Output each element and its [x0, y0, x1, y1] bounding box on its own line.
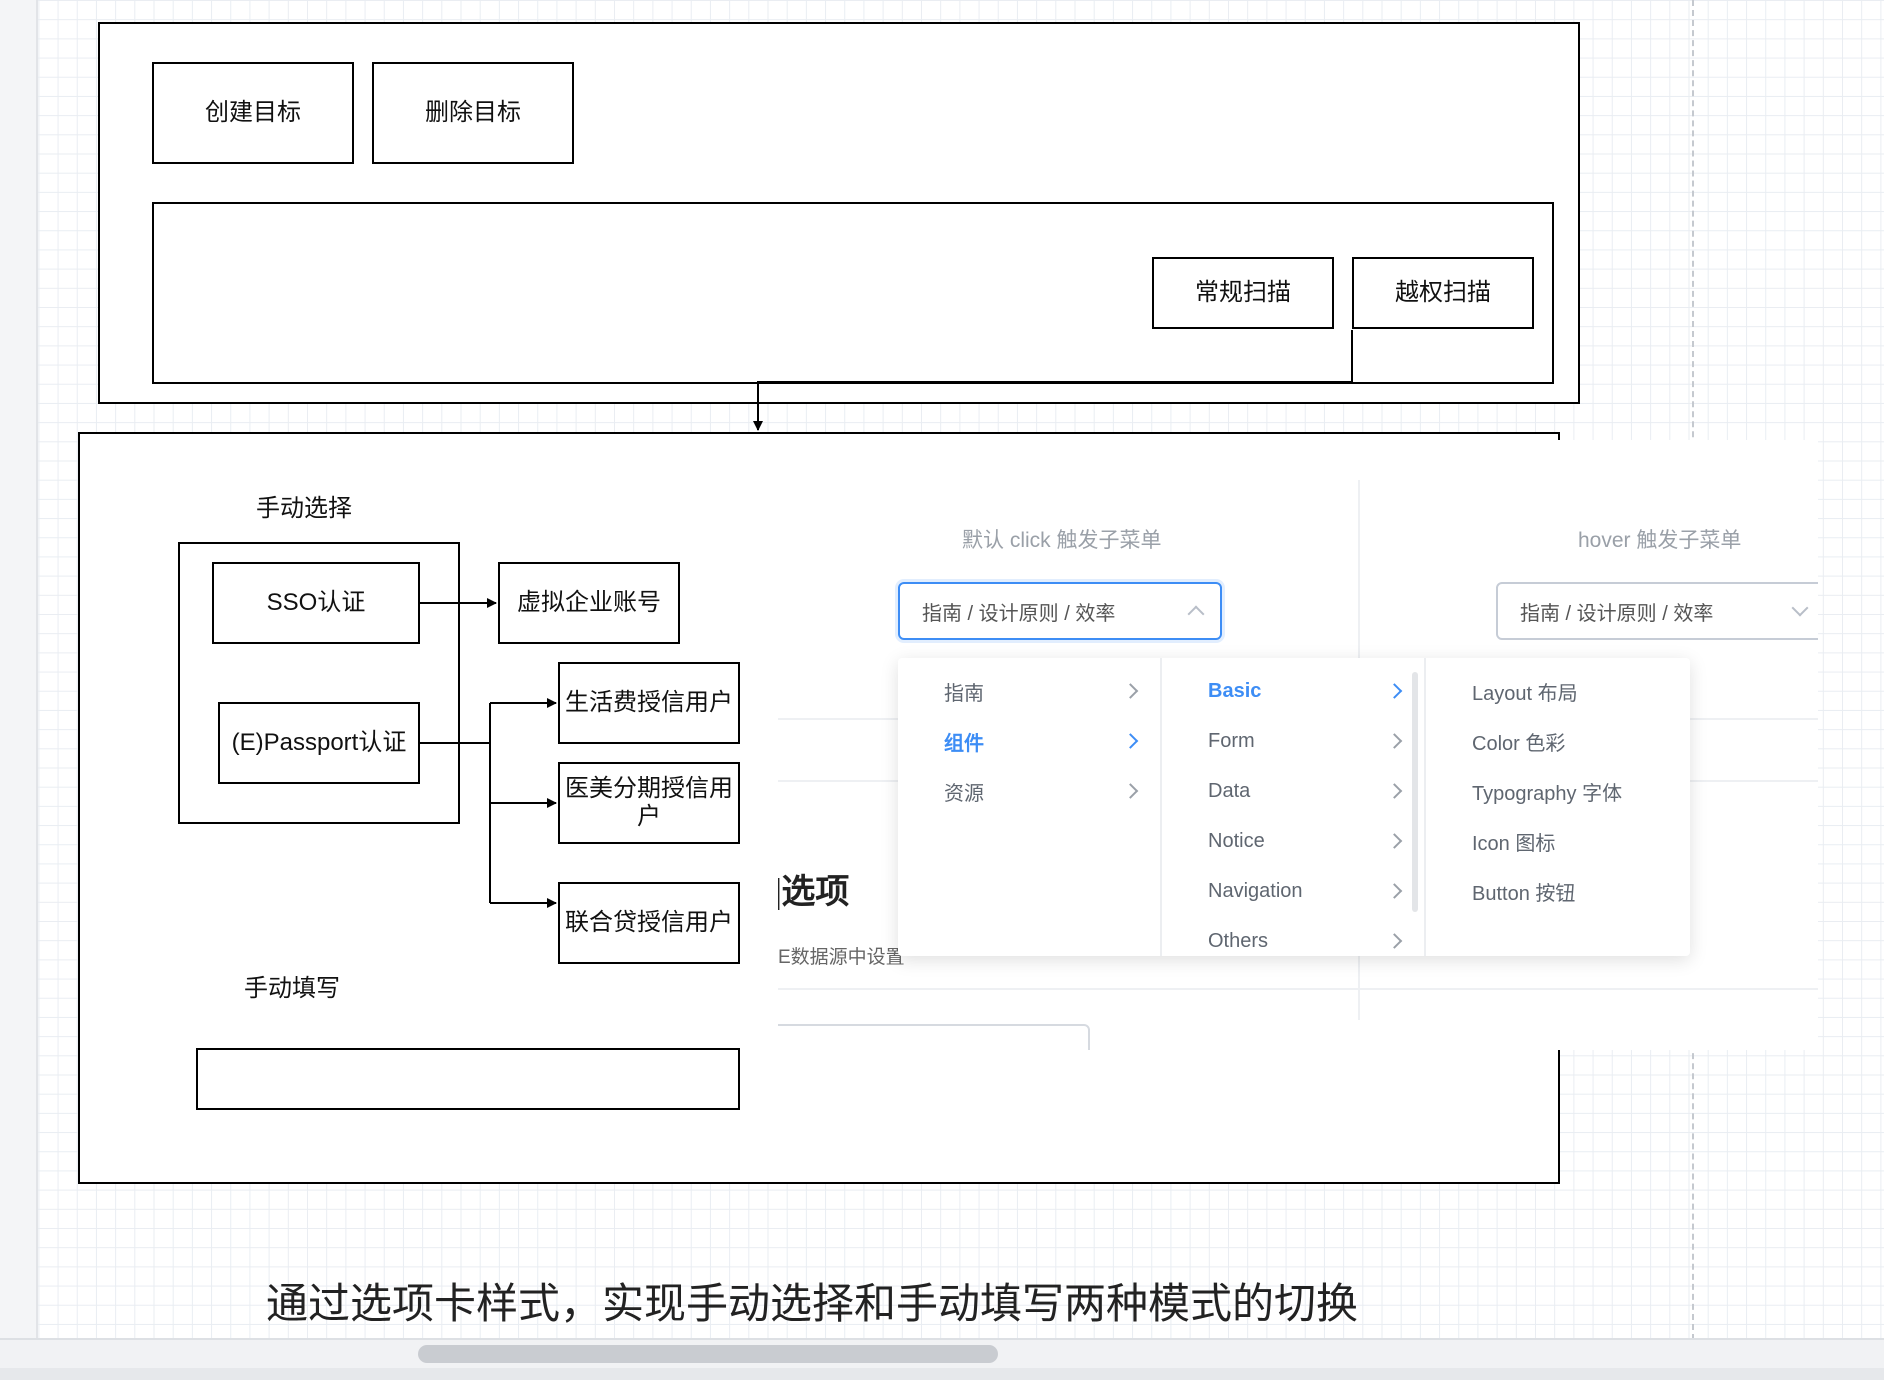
living-expense-credit-node[interactable]: 生活费授信用户 — [558, 662, 740, 744]
menu-item-label: Data — [1208, 779, 1251, 802]
menu-item[interactable]: Button 按钮 — [1426, 866, 1690, 916]
cascader-dropdown-menu: 指南 组件 资源 Basic Form Data Notice Navigati… — [898, 658, 1690, 956]
delete-target-label: 删除目标 — [425, 99, 521, 126]
menu-item-label: 指南 — [944, 682, 984, 705]
menu-item[interactable]: Icon 图标 — [1426, 816, 1690, 866]
menu-item-label: Form — [1208, 729, 1255, 752]
living-expense-credit-label: 生活费授信用户 — [565, 689, 733, 716]
joint-loan-credit-label: 联合贷授信用户 — [565, 909, 733, 936]
menu-item-active[interactable]: 组件 — [898, 716, 1160, 766]
manual-select-label: 手动选择 — [256, 495, 352, 522]
manual-fill-input[interactable] — [196, 1048, 740, 1110]
scan-to-frame-connector — [753, 330, 1353, 431]
menu-item[interactable]: Others — [1162, 916, 1424, 966]
menu-item[interactable]: Typography 字体 — [1426, 766, 1690, 816]
menu-column-1: 指南 组件 资源 — [898, 658, 1162, 956]
menu-column-2: Basic Form Data Notice Navigation Others — [1162, 658, 1426, 956]
menu-item-label: Layout 布局 — [1472, 682, 1578, 705]
partial-description: E数据源中设置 — [778, 947, 905, 968]
hover-trigger-title: hover 触发子菜单 — [1578, 529, 1742, 552]
menu-item-label: Icon 图标 — [1472, 832, 1556, 855]
menu-item-label: 资源 — [944, 782, 984, 805]
menu-item-label: Color 色彩 — [1472, 732, 1566, 755]
menu-item[interactable]: Layout 布局 — [1426, 666, 1690, 716]
menu-item[interactable]: Data — [1162, 766, 1424, 816]
menu-column-3: Layout 布局 Color 色彩 Typography 字体 Icon 图标… — [1426, 658, 1690, 956]
menu-item-label: Basic — [1208, 679, 1262, 702]
medical-installment-credit-label: 医美分期授信用户 — [565, 775, 733, 830]
menu-item[interactable]: Notice — [1162, 816, 1424, 866]
menu-item-label: Notice — [1208, 829, 1265, 852]
create-target-label: 创建目标 — [205, 99, 301, 126]
menu-item-label: Typography 字体 — [1472, 782, 1623, 805]
sso-auth-label: SSO认证 — [266, 589, 366, 616]
menu-item[interactable]: 资源 — [898, 766, 1160, 816]
menu-item-active[interactable]: Basic — [1162, 666, 1424, 716]
menu-item[interactable]: Color 色彩 — [1426, 716, 1690, 766]
manual-fill-label: 手动填写 — [244, 975, 340, 1002]
hover-select-value: 指南 / 设计原则 / 效率 — [1520, 602, 1714, 625]
regular-scan-label: 常规扫描 — [1195, 279, 1291, 306]
override-scan-button[interactable]: 越权扫描 — [1352, 257, 1534, 329]
medical-installment-credit-node[interactable]: 医美分期授信用户 — [558, 762, 740, 844]
menu-item[interactable]: 指南 — [898, 666, 1160, 716]
click-cascader-select[interactable]: 指南 / 设计原则 / 效率 — [898, 582, 1222, 640]
virtual-enterprise-account-label: 虚拟企业账号 — [517, 589, 661, 616]
caption-text: 通过选项卡样式，实现手动选择和手动填写两种模式的切换 — [266, 1280, 1359, 1327]
canvas-left-rail — [0, 0, 38, 1340]
click-select-value: 指南 / 设计原则 / 效率 — [922, 602, 1116, 625]
menu-item[interactable]: Form — [1162, 716, 1424, 766]
virtual-enterprise-account-node[interactable]: 虚拟企业账号 — [498, 562, 680, 644]
partial-select — [778, 1024, 1090, 1050]
regular-scan-button[interactable]: 常规扫描 — [1152, 257, 1334, 329]
horizontal-scrollbar-thumb[interactable] — [418, 1345, 998, 1363]
delete-target-button[interactable]: 删除目标 — [372, 62, 574, 164]
passport-auth-node[interactable]: (E)Passport认证 — [218, 702, 420, 784]
menu-item-label: Others — [1208, 929, 1269, 952]
passport-auth-label: (E)Passport认证 — [231, 729, 407, 756]
joint-loan-credit-node[interactable]: 联合贷授信用户 — [558, 882, 740, 964]
section-divider — [778, 988, 1818, 990]
status-strip — [0, 1368, 1884, 1380]
create-target-button[interactable]: 创建目标 — [152, 62, 354, 164]
sso-auth-node[interactable]: SSO认证 — [212, 562, 420, 644]
menu-scrollbar[interactable] — [1412, 672, 1418, 912]
menu-item-label: 组件 — [944, 732, 984, 755]
menu-item-label: Button 按钮 — [1472, 882, 1576, 905]
menu-item-label: Navigation — [1208, 879, 1303, 902]
click-trigger-title: 默认 click 触发子菜单 — [962, 529, 1162, 552]
menu-item[interactable]: Navigation — [1162, 866, 1424, 916]
override-scan-label: 越权扫描 — [1395, 279, 1491, 306]
partial-section-heading: ]选项 — [778, 873, 850, 911]
hover-cascader-select[interactable]: 指南 / 设计原则 / 效率 — [1496, 582, 1818, 640]
